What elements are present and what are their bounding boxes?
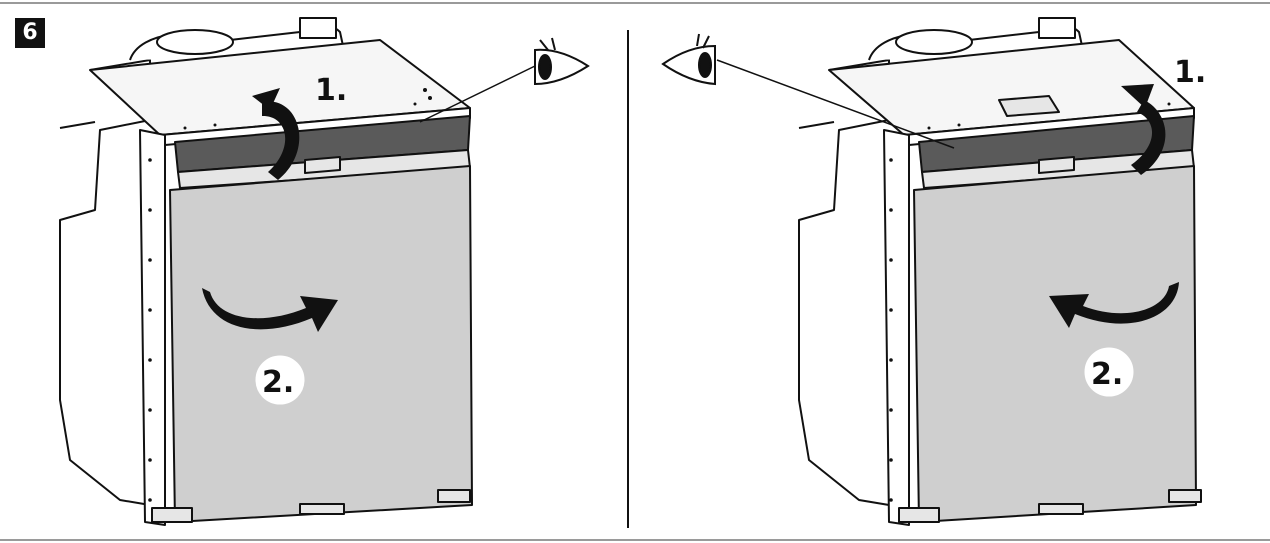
right-panel-illustration: 1. 2. xyxy=(661,17,1206,526)
frame-border-top xyxy=(0,2,1270,4)
curved-arrow-icon xyxy=(1049,282,1179,328)
left-step1-label: 1. xyxy=(315,73,347,108)
curved-arrow-icon xyxy=(252,88,300,180)
eye-icon xyxy=(534,37,590,86)
frame-border-bottom xyxy=(0,539,1270,541)
left-step2-label: 2. xyxy=(262,365,294,400)
right-step1-label: 1. xyxy=(1174,55,1206,90)
eye-icon xyxy=(661,33,716,86)
panel-divider xyxy=(627,30,629,528)
curved-arrow-icon xyxy=(1121,84,1166,175)
curved-arrow-icon xyxy=(202,288,338,332)
figure-number-badge: 6 xyxy=(15,18,45,48)
left-panel-illustration: 1. 2. xyxy=(59,17,590,526)
right-step2-label: 2. xyxy=(1091,357,1123,392)
